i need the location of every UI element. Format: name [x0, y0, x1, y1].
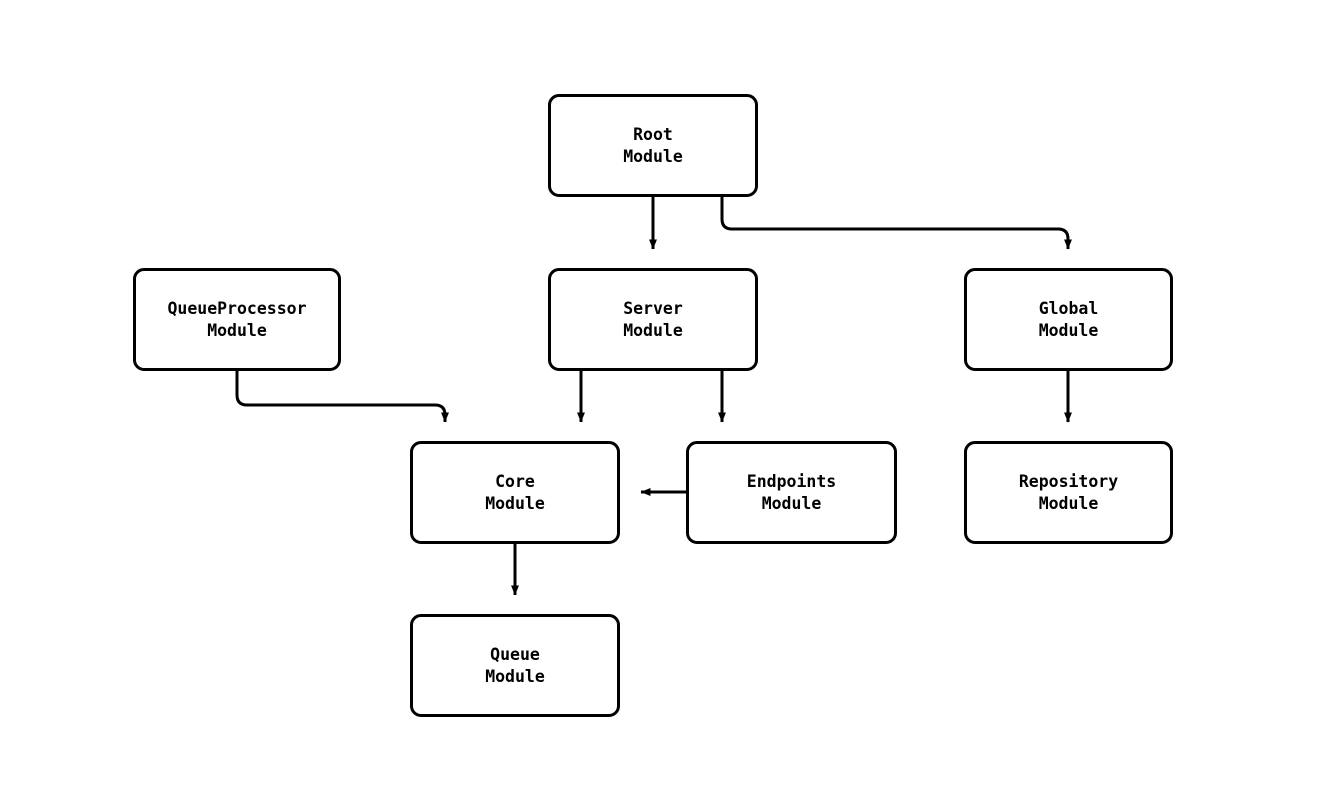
node-queueprocessor-module[interactable]: QueueProcessor Module	[133, 268, 341, 371]
node-global-module-line2: Module	[1038, 320, 1099, 340]
edge-queueprocessor-to-core	[235, 371, 449, 423]
node-queueprocessor-module-line2: Module	[207, 320, 267, 340]
node-server-module[interactable]: Server Module	[548, 268, 758, 371]
edge-root-to-global	[720, 197, 1072, 250]
node-global-module[interactable]: Global Module	[964, 268, 1173, 371]
node-endpoints-module-line1: Endpoints	[746, 471, 837, 491]
node-endpoints-module-line2: Module	[761, 493, 822, 513]
node-queueprocessor-module-line1: QueueProcessor	[167, 298, 307, 318]
node-core-module-line1: Core	[495, 471, 535, 491]
node-queue-module-line2: Module	[485, 666, 545, 686]
node-root-module[interactable]: Root Module	[548, 94, 758, 197]
node-repository-module-line1: Repository	[1018, 471, 1119, 491]
node-queue-module[interactable]: Queue Module	[410, 614, 620, 717]
node-global-module-line1: Global	[1038, 298, 1099, 318]
node-queue-module-line1: Queue	[490, 644, 540, 664]
node-root-module-line1: Root	[633, 124, 673, 144]
node-server-module-line2: Module	[623, 320, 683, 340]
edges-group	[235, 197, 1072, 596]
node-core-module-line2: Module	[485, 493, 545, 513]
node-repository-module[interactable]: Repository Module	[964, 441, 1173, 544]
node-core-module[interactable]: Core Module	[410, 441, 620, 544]
node-endpoints-module[interactable]: Endpoints Module	[686, 441, 897, 544]
node-root-module-line2: Module	[623, 146, 683, 166]
node-server-module-line1: Server	[623, 298, 683, 318]
node-repository-module-line2: Module	[1038, 493, 1099, 513]
